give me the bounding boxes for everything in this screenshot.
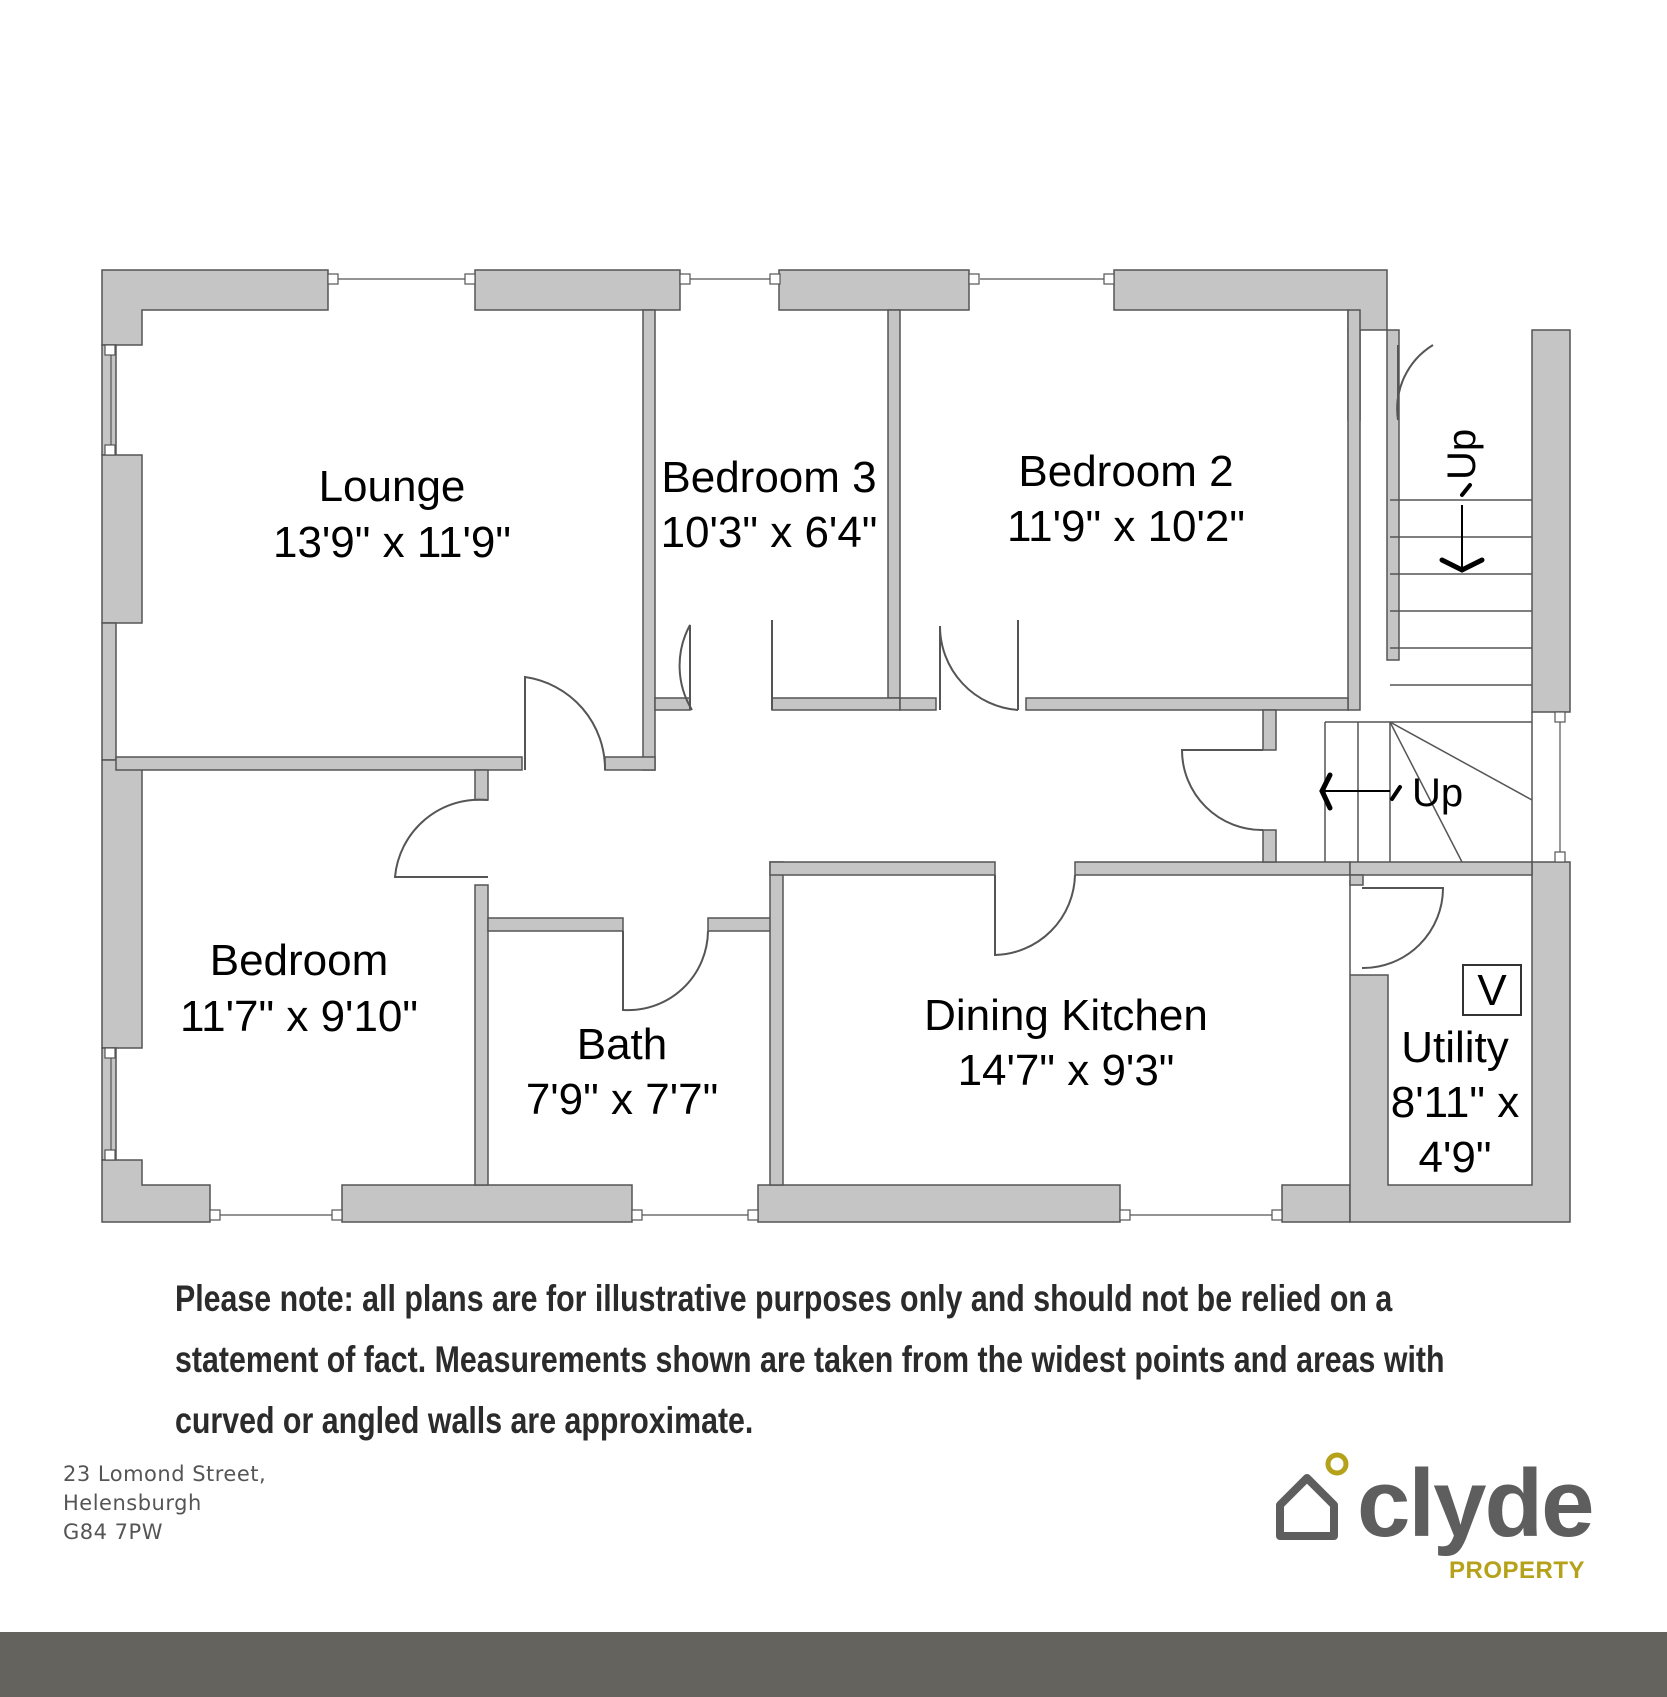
wall-top-left xyxy=(101,269,329,346)
footer-bar xyxy=(0,1632,1667,1697)
wall-left-5 xyxy=(101,1047,117,1161)
room-labels: Lounge 13'9" x 11'9" Bedroom 3 10'3" x 6… xyxy=(180,429,1519,1182)
wall-kitchen-top-1 xyxy=(769,861,996,876)
wall-bedroom-right-1 xyxy=(474,769,489,801)
wall-utility-right xyxy=(1349,861,1571,1223)
wall-hall-top-1 xyxy=(654,697,691,711)
wall-bed2-right xyxy=(1347,309,1361,711)
utility-fixture: V xyxy=(1462,964,1522,1016)
wall-stair-right xyxy=(1531,329,1571,713)
fixture-label: V xyxy=(1477,966,1507,1015)
wall-kitchen-top-2 xyxy=(1074,861,1351,876)
wall-bottom-right xyxy=(1281,1184,1351,1223)
room-size-bedroom: 11'7" x 9'10" xyxy=(180,992,418,1041)
room-name-lounge: Lounge xyxy=(319,462,466,511)
brand-tagline: PROPERTY xyxy=(1449,1557,1586,1584)
wall-lounge-bottom-2 xyxy=(604,756,656,771)
wall-hall-right-2 xyxy=(1262,829,1277,863)
wall-top-right xyxy=(1113,269,1388,331)
wall-lounge-bottom-1 xyxy=(115,756,523,771)
wall-hall-top-2 xyxy=(771,697,901,711)
wall-left-4 xyxy=(101,759,143,1049)
windows xyxy=(104,273,1566,1221)
brand-name: clyde xyxy=(1357,1450,1594,1557)
floor-plan: V Lounge 13'9" x 11'9" Bedroom 3 10'3" x… xyxy=(101,269,1571,1223)
wall-left-2 xyxy=(101,454,143,624)
wall-stair-left xyxy=(1386,329,1400,661)
room-name-utility: Utility xyxy=(1401,1023,1509,1072)
address-line-2: Helensburgh xyxy=(63,1491,202,1515)
wall-left-3 xyxy=(101,622,117,761)
wall-bed3-right xyxy=(887,309,901,699)
wall-bath-top-1 xyxy=(487,917,624,932)
walls xyxy=(101,269,1571,1223)
property-address: 23 Lomond Street, Helensburgh G84 7PW xyxy=(63,1460,266,1547)
wall-bottom-3 xyxy=(757,1184,1121,1223)
disclaimer-line-3: curved or angled walls are approximate. xyxy=(175,1400,754,1441)
disclaimer-line-2: statement of fact. Measurements shown ar… xyxy=(175,1339,1445,1380)
room-size-bath: 7'9" x 7'7" xyxy=(526,1075,718,1124)
wall-bath-right xyxy=(769,861,784,1186)
room-name-dining-kitchen: Dining Kitchen xyxy=(924,991,1208,1040)
doors xyxy=(393,344,1445,1012)
room-size-utility-1: 8'11" x xyxy=(1391,1078,1519,1127)
wall-kitchen-right-top xyxy=(1349,874,1364,886)
disclaimer-line-1: Please note: all plans are for illustrat… xyxy=(175,1278,1393,1319)
address-line-1: 23 Lomond Street, xyxy=(63,1462,267,1486)
stair-up-label-1: Up xyxy=(1440,429,1484,480)
address-line-3: G84 7PW xyxy=(63,1520,163,1544)
room-name-bedroom-3: Bedroom 3 xyxy=(661,453,876,502)
wall-kitchen-top-3 xyxy=(1349,861,1533,876)
house-logo-icon xyxy=(1276,1452,1349,1540)
wall-bedroom-right-2 xyxy=(474,884,489,1186)
wall-bottom-2 xyxy=(341,1184,633,1223)
wall-top-3 xyxy=(778,269,970,311)
room-size-dining-kitchen: 14'7" x 9'3" xyxy=(958,1046,1175,1095)
room-name-bath: Bath xyxy=(577,1020,668,1069)
disclaimer-note: Please note: all plans are for illustrat… xyxy=(175,1268,1445,1451)
stairs xyxy=(1319,483,1533,863)
wall-top-2 xyxy=(474,269,681,311)
wall-hall-top-3 xyxy=(899,697,937,711)
fixture-box xyxy=(1462,964,1522,1016)
wall-left-1 xyxy=(101,344,117,456)
stair-up-label-2: Up xyxy=(1412,771,1463,815)
wall-bath-top-2 xyxy=(707,917,779,932)
room-name-bedroom: Bedroom xyxy=(210,936,389,985)
room-size-lounge: 13'9" x 11'9" xyxy=(273,518,511,567)
room-size-bedroom-3: 10'3" x 6'4" xyxy=(661,508,878,557)
wall-hall-right-1 xyxy=(1262,709,1277,751)
room-size-bedroom-2: 11'9" x 10'2" xyxy=(1007,502,1245,551)
room-size-utility-2: 4'9" xyxy=(1419,1133,1492,1182)
wall-lounge-right xyxy=(642,309,656,771)
room-name-bedroom-2: Bedroom 2 xyxy=(1018,447,1233,496)
wall-hall-top-4 xyxy=(1025,697,1349,711)
wall-bottom-left xyxy=(101,1159,211,1223)
